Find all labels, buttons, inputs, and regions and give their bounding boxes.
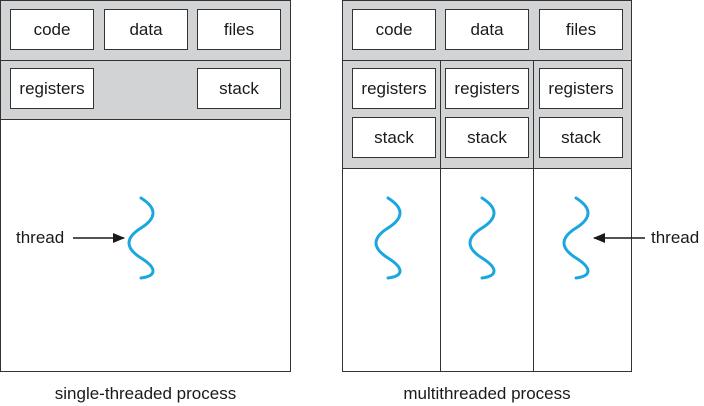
thread-2-stack-box: stack xyxy=(445,117,529,158)
multi-thread-label: thread xyxy=(651,228,700,247)
thread-1-stack-box: stack xyxy=(352,117,436,158)
single-thread-wave-icon xyxy=(127,196,155,280)
thread-3-stack-box: stack xyxy=(539,117,623,158)
thread-3-registers-box: registers xyxy=(539,68,623,109)
single-thread-label: thread xyxy=(16,228,65,247)
multi-data-box: data xyxy=(445,9,529,50)
single-stack-box: stack xyxy=(197,68,281,109)
single-data-box: data xyxy=(104,9,188,50)
thread-divider-1 xyxy=(440,60,441,372)
thread-3-wave-icon xyxy=(562,196,590,280)
single-code-box: code xyxy=(10,9,94,50)
thread-2-wave-icon xyxy=(468,196,496,280)
single-registers-box: registers xyxy=(10,68,94,109)
multithreaded-caption: multithreaded process xyxy=(403,384,571,403)
multi-files-box: files xyxy=(539,9,623,50)
multi-code-box: code xyxy=(352,9,436,50)
thread-1-registers-box: registers xyxy=(352,68,436,109)
thread-1-wave-icon xyxy=(374,196,402,280)
single-threaded-caption: single-threaded process xyxy=(54,384,237,403)
single-files-box: files xyxy=(197,9,281,50)
thread-2-registers-box: registers xyxy=(445,68,529,109)
thread-divider-2 xyxy=(533,60,534,372)
